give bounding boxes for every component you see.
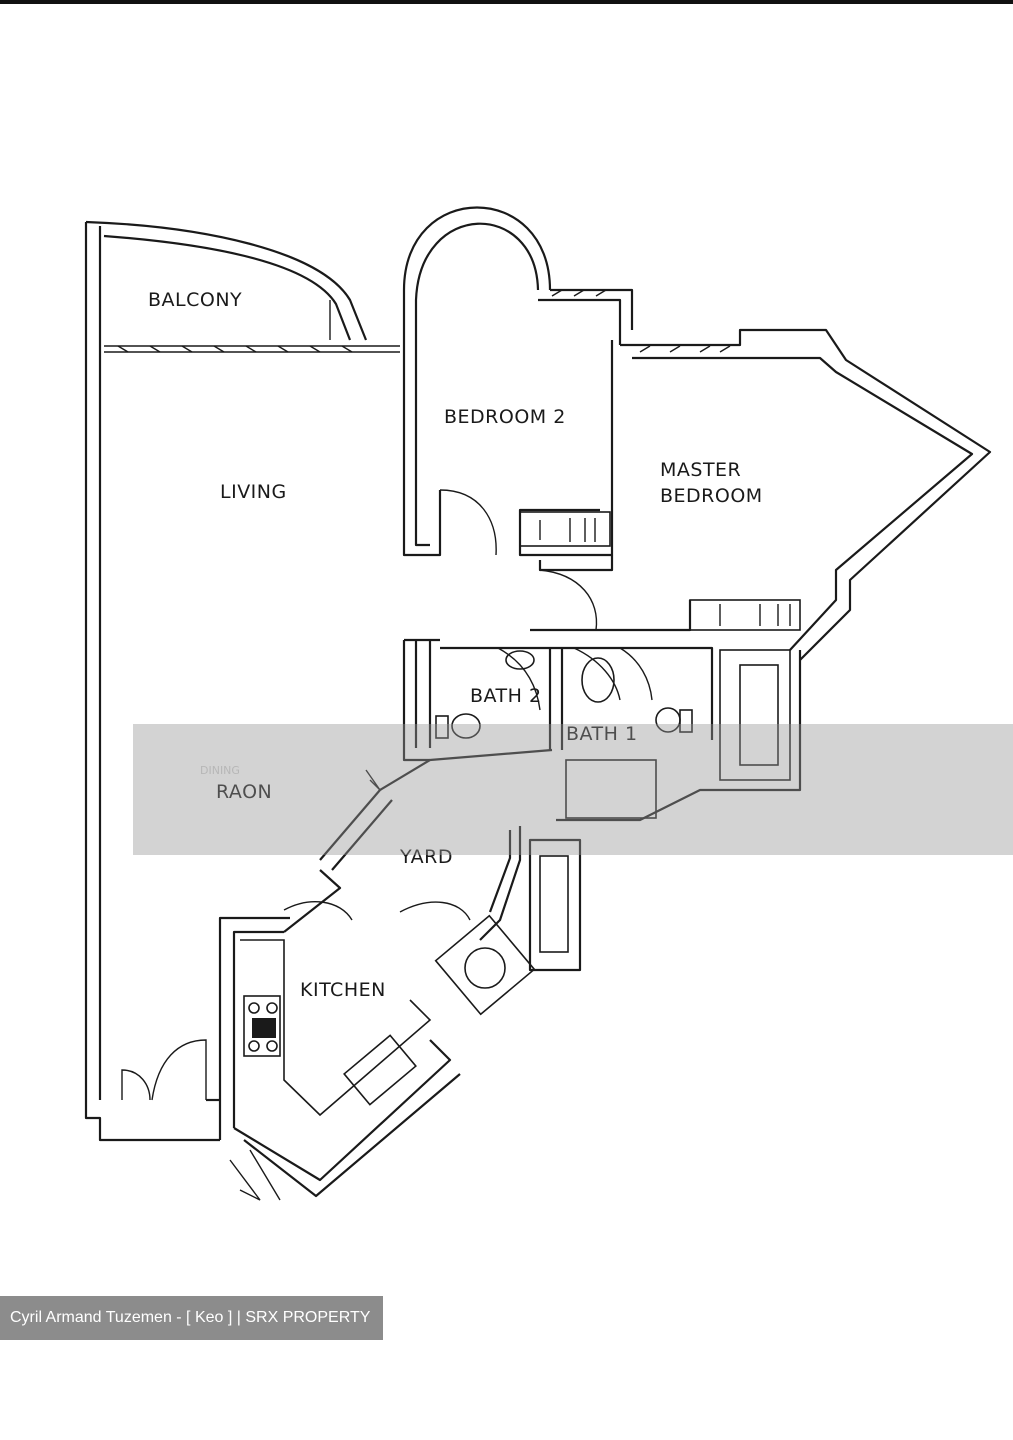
bedroom-2-walls [402, 206, 634, 557]
room-label-master-bedroom-line2: BEDROOM [660, 485, 763, 507]
room-label-bedroom-2: BEDROOM 2 [444, 406, 566, 428]
room-label-yard: YARD [400, 846, 453, 868]
kitchen-walls [121, 869, 461, 1201]
room-label-kitchen: KITCHEN [300, 979, 386, 1001]
room-label-balcony: BALCONY [148, 289, 243, 311]
agent-credit-banner: Cyril Armand Tuzemen - [ Keo ] | SRX PRO… [0, 1296, 383, 1340]
room-label-master-bedroom-line1: MASTER [660, 459, 742, 481]
master-bedroom-walls [530, 328, 992, 661]
top-border [0, 0, 1013, 4]
room-label-bath-1: BATH 1 [566, 723, 638, 745]
room-label-dining: RAON [216, 781, 273, 803]
watermark-band [133, 724, 1013, 855]
room-label-bath-2: BATH 2 [470, 685, 542, 707]
room-label-living: LIVING [220, 481, 287, 503]
outer-walls [84, 220, 400, 1142]
yard-walls [319, 748, 582, 1016]
room-label-dining-ghost: DINING [200, 764, 240, 777]
bath-walls [402, 638, 802, 822]
